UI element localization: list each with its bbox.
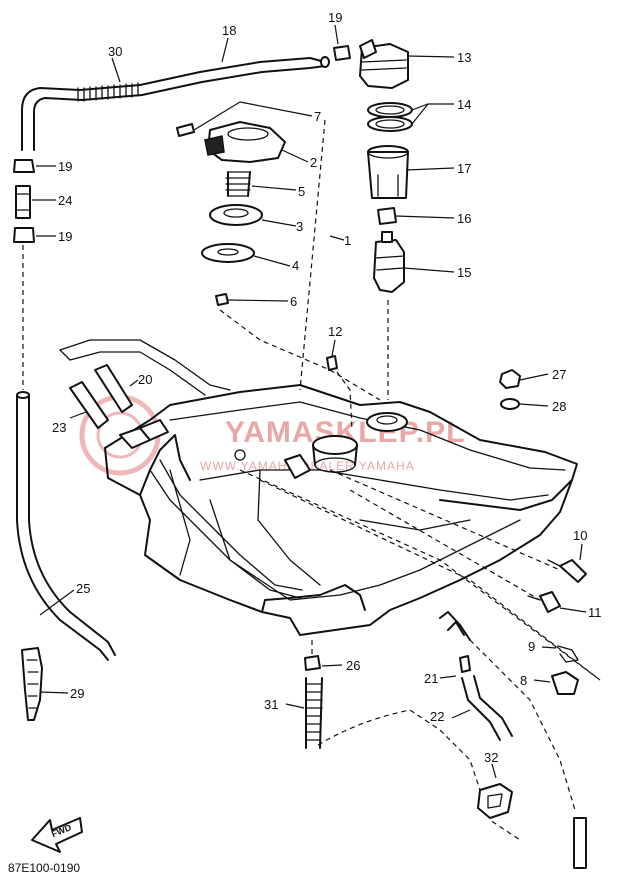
callout-numbers: 1 2 3 4 5 6 7 8 9 10 11 12 13 14 15 16 1… — [52, 10, 602, 765]
callout-31: 31 — [264, 697, 278, 712]
callout-17: 17 — [457, 161, 471, 176]
fuel-cap-assembly — [176, 119, 381, 401]
callout-24: 24 — [58, 193, 72, 208]
clips-9-8 — [239, 469, 601, 695]
callout-7: 7 — [314, 109, 321, 124]
callout-30: 30 — [108, 44, 122, 59]
callout-19-lower: 19 — [58, 229, 72, 244]
tubes-20-23 — [69, 364, 133, 429]
callout-5: 5 — [298, 184, 305, 199]
callout-19-upper: 19 — [58, 159, 72, 174]
callout-29: 29 — [70, 686, 84, 701]
callout-13: 13 — [457, 50, 471, 65]
fwd-arrow: FWD — [31, 817, 83, 853]
callout-32: 32 — [484, 750, 498, 765]
fuel-unit-stack — [333, 39, 413, 400]
callout-2: 2 — [310, 155, 317, 170]
part-12 — [326, 355, 353, 431]
callout-23: 23 — [52, 420, 66, 435]
corrugated-section — [77, 82, 139, 102]
callout-27: 27 — [552, 367, 566, 382]
callout-9: 9 — [528, 639, 535, 654]
callout-26: 26 — [346, 658, 360, 673]
breather-hose-30-18 — [21, 56, 330, 151]
callout-22: 22 — [430, 709, 444, 724]
callout-10: 10 — [573, 528, 587, 543]
callout-14: 14 — [457, 97, 471, 112]
callout-8: 8 — [520, 673, 527, 688]
callout-3: 3 — [296, 219, 303, 234]
callout-18: 18 — [222, 23, 236, 38]
drawing-code: 87E100-0190 — [8, 861, 80, 875]
leader-lines — [32, 24, 587, 779]
callout-12: 12 — [328, 324, 342, 339]
callout-25: 25 — [76, 581, 90, 596]
bottom-hose-assembly — [304, 611, 587, 869]
callout-4: 4 — [292, 258, 299, 273]
callout-28: 28 — [552, 399, 566, 414]
nut-27-washer-28 — [499, 369, 521, 410]
callout-16: 16 — [457, 211, 471, 226]
fuel-tank — [59, 339, 578, 636]
callout-20: 20 — [138, 372, 152, 387]
callout-15: 15 — [457, 265, 471, 280]
callout-21: 21 — [424, 671, 438, 686]
callout-19-top: 19 — [328, 10, 342, 25]
bolts-10-11 — [329, 469, 587, 613]
callout-1: 1 — [344, 233, 351, 248]
callout-11: 11 — [588, 605, 602, 620]
left-hose-assembly — [13, 159, 116, 721]
callout-6: 6 — [290, 294, 297, 309]
